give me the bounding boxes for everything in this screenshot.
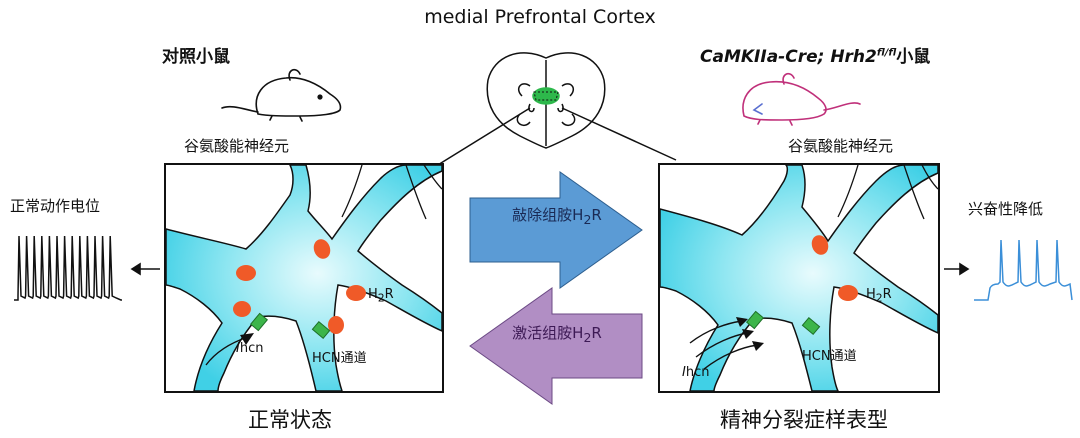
normal-firing-trace (14, 235, 122, 301)
control-neuron-label: 谷氨酸能神经元 (184, 137, 290, 155)
h2r-end: R (384, 287, 394, 302)
reduced-firing-label: 兴奋性降低 (968, 200, 1044, 218)
control-ihcn-label: Ihcn (236, 341, 263, 356)
activation-arrow (469, 287, 643, 405)
ihcn-rest: hcn (685, 365, 710, 380)
h2r-sub: 2 (875, 291, 883, 305)
left-output-arrow (130, 262, 160, 276)
knockout-arrow-sub: 2 (583, 212, 592, 227)
knockout-genotype: CaMKIIa-Cre; Hrh2 (700, 47, 877, 67)
knockout-arrow-label: 敲除组胺H2R (470, 204, 644, 227)
knockout-arrow-text: 敲除组胺H (512, 206, 584, 224)
h2r-text: H (368, 287, 378, 302)
knockout-hcn-label: HCN通道 (802, 349, 857, 364)
knockout-mouse-heading: CaMKIIa-Cre; Hrh2fl/fl小鼠 (700, 42, 930, 67)
h2r-end: R (882, 287, 892, 302)
knockout-ihcn-label: Ihcn (682, 365, 709, 380)
reduced-firing-trace (974, 239, 1073, 301)
knockout-arrow-end: R (591, 206, 602, 224)
knockout-heading-suffix: 小鼠 (896, 47, 931, 67)
control-mouse-heading: 对照小鼠 (162, 47, 230, 67)
control-neuron-panel: H2R HCN通道 Ihcn (164, 163, 444, 393)
h2r-text: H (866, 287, 876, 302)
ihcn-rest: hcn (239, 341, 264, 356)
activation-arrow-end: R (591, 324, 602, 342)
knockout-neuron-drawing (660, 165, 938, 391)
right-output-arrow (944, 262, 970, 276)
knockout-h2r-label: H2R (866, 287, 892, 305)
control-state-label: 正常状态 (248, 408, 332, 432)
control-mouse-icon (221, 68, 342, 122)
knockout-neuron-label: 谷氨酸能神经元 (788, 137, 894, 155)
figure-title: medial Prefrontal Cortex (424, 6, 656, 28)
knockout-arrow (469, 171, 643, 289)
control-hcn-label: HCN通道 (312, 351, 367, 366)
ihcn-i: I (682, 365, 686, 380)
knockout-state-label: 精神分裂症样表型 (720, 408, 888, 432)
h2r-sub: 2 (377, 291, 385, 305)
activation-arrow-label: 激活组胺H2R (470, 322, 644, 345)
normal-firing-label: 正常动作电位 (10, 197, 101, 215)
ihcn-i: I (236, 341, 240, 356)
knockout-neuron-panel: H2R HCN通道 Ihcn (658, 163, 940, 393)
activation-arrow-sub: 2 (583, 330, 592, 345)
activation-arrow-text: 激活组胺H (512, 324, 584, 342)
control-neuron-drawing (166, 165, 442, 391)
knockout-genotype-sup: fl/fl (876, 47, 897, 59)
brain-section-icon (486, 52, 606, 149)
knockout-mouse-icon (742, 72, 861, 126)
connector-right (561, 107, 677, 161)
control-h2r-label: H2R (368, 287, 394, 305)
